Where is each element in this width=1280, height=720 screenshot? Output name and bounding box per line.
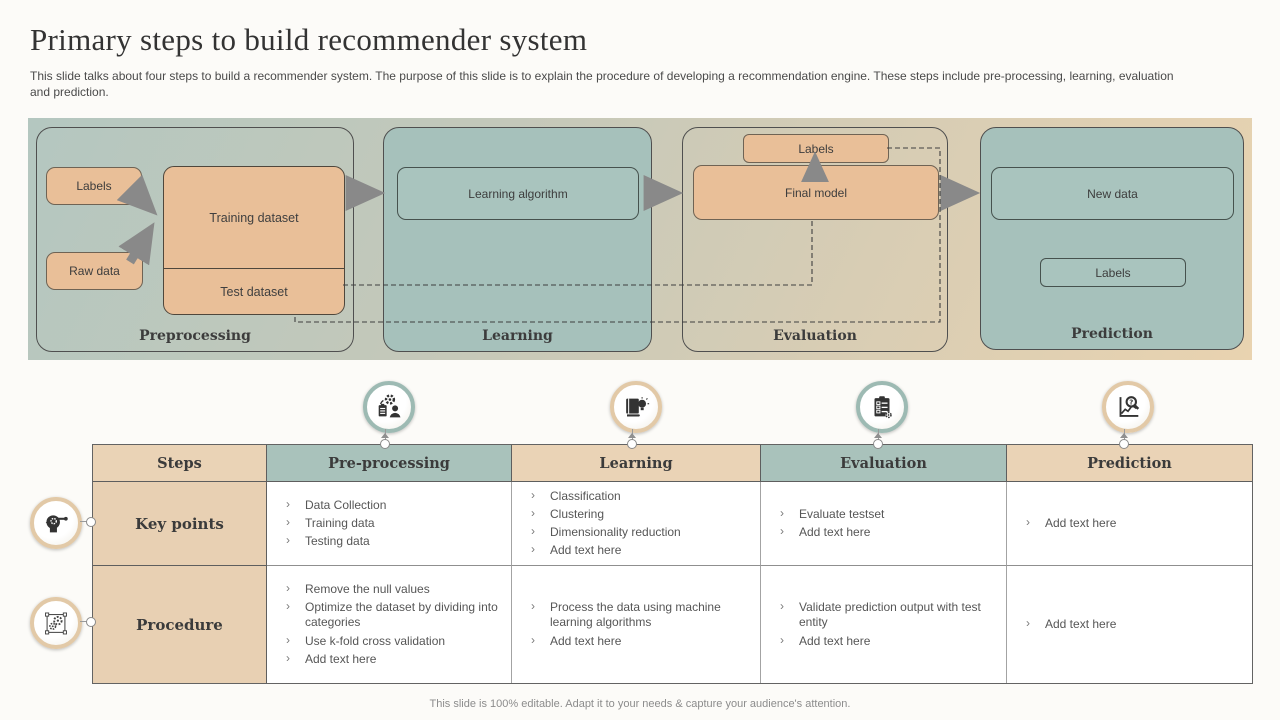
stage-caption: Preprocessing — [139, 328, 251, 344]
steps-table: Steps Pre-processing Learning Evaluation… — [92, 444, 1253, 684]
labels-box: Labels — [46, 167, 142, 205]
col-header-prediction: Prediction — [1007, 445, 1252, 482]
page-title: Primary steps to build recommender syste… — [30, 22, 588, 57]
connector-node — [380, 439, 390, 449]
connector-node — [86, 517, 96, 527]
raw-data-box: Raw data — [46, 252, 143, 290]
bullet-item: Add text here — [1019, 616, 1244, 633]
bullet-item: Validate prediction output with test ent… — [773, 599, 998, 631]
training-dataset-box: Training dataset — [164, 167, 344, 269]
evaluation-labels-box: Labels — [743, 134, 889, 163]
cell-keypoints-preprocessing: Data Collection Training data Testing da… — [267, 482, 512, 566]
cell-keypoints-prediction: Add text here — [1007, 482, 1252, 566]
bullet-item: Add text here — [524, 633, 752, 650]
bullet-item: Use k-fold cross validation — [279, 633, 503, 650]
data-processing-icon — [363, 381, 415, 433]
cell-procedure-learning: Process the data using machine learning … — [512, 566, 761, 683]
connector-node — [1119, 439, 1129, 449]
cell-procedure-preprocessing: Remove the null values Optimize the data… — [267, 566, 512, 683]
icon-connector-arrow — [874, 433, 882, 438]
final-model-box: Final model — [693, 165, 939, 220]
learning-book-icon — [610, 381, 662, 433]
connector-node — [86, 617, 96, 627]
col-header-learning: Learning — [512, 445, 761, 482]
bullet-item: Clustering — [524, 506, 752, 523]
row-label-procedure: Procedure — [93, 566, 267, 683]
connector-node — [873, 439, 883, 449]
stage-caption: Prediction — [1071, 326, 1153, 342]
row-label-key-points: Key points — [93, 482, 267, 566]
bullet-item: Add text here — [279, 651, 503, 668]
bullet-item: Process the data using machine learning … — [524, 599, 752, 631]
col-header-steps: Steps — [93, 445, 267, 482]
bullet-item: Remove the null values — [279, 581, 503, 598]
editable-note: This slide is 100% editable. Adapt it to… — [429, 698, 851, 710]
test-dataset-box: Test dataset — [220, 284, 288, 299]
bullet-item: Dimensionality reduction — [524, 524, 752, 541]
stage-prediction: Prediction — [980, 127, 1244, 350]
bullet-item: Training data — [279, 515, 503, 532]
bullet-item: Data Collection — [279, 497, 503, 514]
bullet-item: Optimize the dataset by dividing into ca… — [279, 599, 503, 631]
svg-text:?: ? — [1129, 397, 1133, 406]
bullet-item: Testing data — [279, 533, 503, 550]
flow-diagram: Preprocessing Learning Evaluation Predic… — [28, 118, 1252, 360]
col-header-evaluation: Evaluation — [761, 445, 1007, 482]
page-description: This slide talks about four steps to bui… — [30, 69, 1174, 99]
icon-connector-arrow — [381, 433, 389, 438]
procedure-gears-icon — [30, 597, 82, 649]
prediction-analysis-icon: ? — [1102, 381, 1154, 433]
bullet-item: Add text here — [1019, 515, 1244, 532]
bullet-item: Add text here — [773, 524, 998, 541]
cell-keypoints-learning: Classification Clustering Dimensionality… — [512, 482, 761, 566]
stage-caption: Learning — [482, 328, 553, 344]
prediction-labels-box: Labels — [1040, 258, 1186, 287]
key-points-head-gear-icon — [30, 497, 82, 549]
icon-connector-arrow — [1120, 433, 1128, 438]
cell-procedure-evaluation: Validate prediction output with test ent… — [761, 566, 1007, 683]
stage-caption: Evaluation — [773, 328, 857, 344]
icon-connector-arrow — [628, 433, 636, 438]
bullet-item: Add text here — [524, 542, 752, 559]
cell-procedure-prediction: Add text here — [1007, 566, 1252, 683]
new-data-box: New data — [991, 167, 1234, 220]
col-header-preprocessing: Pre-processing — [267, 445, 512, 482]
evaluation-checklist-icon — [856, 381, 908, 433]
bullet-item: Evaluate testset — [773, 506, 998, 523]
train-test-box: Training dataset Test dataset — [163, 166, 345, 315]
bullet-item: Classification — [524, 488, 752, 505]
learning-algorithm-box: Learning algorithm — [397, 167, 639, 220]
bullet-item: Add text here — [773, 633, 998, 650]
stage-learning: Learning — [383, 127, 652, 352]
cell-keypoints-evaluation: Evaluate testset Add text here — [761, 482, 1007, 566]
connector-node — [627, 439, 637, 449]
